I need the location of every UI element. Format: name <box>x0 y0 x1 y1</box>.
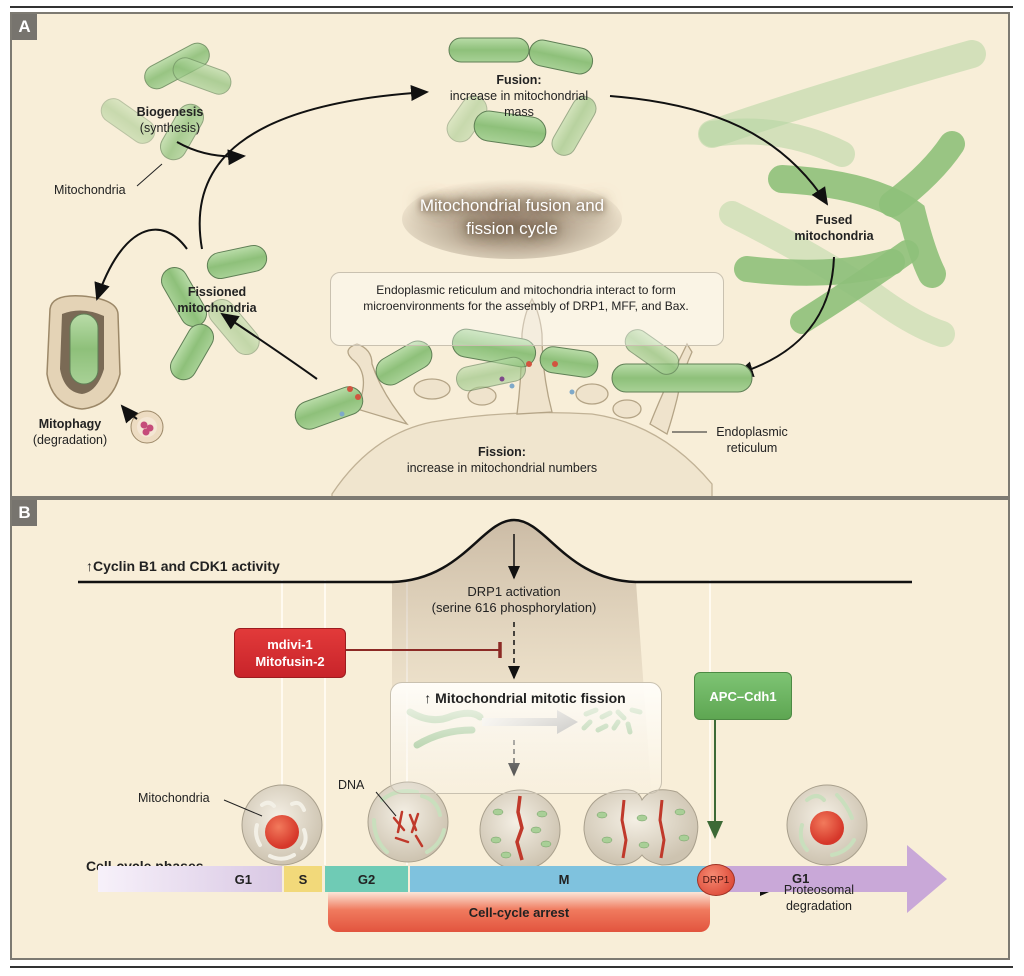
cell-metaphase <box>479 789 561 871</box>
drp1-activation-label: DRP1 activation (serine 616 phosphorylat… <box>414 584 614 616</box>
fusion-line2: mass <box>504 105 534 119</box>
mitochondria-label-b: Mitochondria <box>138 791 210 805</box>
er-text-line2: microenvironments for the assembly of DR… <box>363 299 689 313</box>
proteosomal-label: Proteosomal degradation <box>774 882 864 914</box>
mitotic-fission-box <box>390 682 662 794</box>
cycle-arrows <box>94 85 835 424</box>
phase-bar: G1 S G2 M <box>98 866 718 892</box>
panel-b: B <box>10 498 1010 960</box>
phase-g1-second: G1 <box>792 871 810 886</box>
cell-g1-second <box>786 784 868 866</box>
biogenesis-subtitle: (synthesis) <box>139 121 201 135</box>
inhibitors-box: mdivi-1 Mitofusin-2 <box>234 628 346 678</box>
fused-line1: Fused <box>815 213 853 227</box>
top-rule <box>10 6 1013 8</box>
fusion-label: Fusion: increase in mitochondrial mass <box>424 72 614 120</box>
cell-g2 <box>367 781 449 863</box>
er-label: Endoplasmic reticulum <box>707 424 797 456</box>
panel-a-title-line1: Mitochondrial fusion and <box>419 196 605 215</box>
proteosomal-line1: Proteosomal <box>783 883 855 897</box>
fused-label: Fused mitochondria <box>784 212 884 244</box>
panel-a-illustration <box>46 37 986 496</box>
panel-a: A <box>10 12 1010 498</box>
er-interaction-text: Endoplasmic reticulum and mitochondria i… <box>330 282 722 314</box>
mitophagy-subtitle: (degradation) <box>32 433 108 447</box>
cyclin-label: ↑Cyclin B1 and CDK1 activity <box>86 558 280 574</box>
phase-s: S <box>284 866 322 892</box>
panel-a-title: Mitochondrial fusion and fission cycle <box>407 194 617 240</box>
drp1-degradation-node: DRP1 <box>697 864 735 896</box>
er-label-line2: reticulum <box>726 441 778 455</box>
apc-cdh1-box: APC–Cdh1 <box>694 672 792 720</box>
mitotic-fission-label: ↑ Mitochondrial mitotic fission <box>424 690 626 706</box>
bottom-rule <box>10 966 1013 968</box>
cell-cycle-arrest-bar: Cell-cycle arrest <box>328 892 710 932</box>
fission-title: Fission: <box>478 445 526 459</box>
er-mitochondria <box>294 328 753 430</box>
fusion-mitochondria <box>446 37 597 156</box>
phase-g1: G1 <box>98 866 282 892</box>
fused-line2: mitochondria <box>794 229 874 243</box>
panel-b-letter: B <box>12 500 37 526</box>
fusion-line1: increase in mitochondrial <box>449 89 589 103</box>
mitochondria-label-a: Mitochondria <box>54 183 126 197</box>
proteosomal-line2: degradation <box>785 899 853 913</box>
fusion-title: Fusion: <box>496 73 542 87</box>
er-label-line1: Endoplasmic <box>716 425 788 439</box>
cell-g1-first <box>223 784 323 866</box>
autophagosome <box>46 295 164 444</box>
drp1-activation-line1: DRP1 activation <box>467 584 561 599</box>
phase-g2: G2 <box>325 866 408 892</box>
fissioned-label: Fissioned mitochondria <box>172 284 262 316</box>
panel-a-letter: A <box>12 14 37 40</box>
title-shadow <box>402 179 622 259</box>
mitophagy-title: Mitophagy <box>38 417 102 431</box>
g1-arrow <box>717 845 947 913</box>
fission-label: Fission: increase in mitochondrial numbe… <box>382 444 622 476</box>
cell-anaphase <box>583 789 699 866</box>
er-interaction-box <box>330 272 724 346</box>
fission-subtitle: increase in mitochondrial numbers <box>406 461 598 475</box>
biogenesis-title: Biogenesis <box>136 105 204 119</box>
fissioned-line1: Fissioned <box>187 285 247 299</box>
drp1-activation-line2: (serine 616 phosphorylation) <box>431 600 597 615</box>
fissioned-line2: mitochondria <box>177 301 257 315</box>
mitophagy-label: Mitophagy (degradation) <box>30 416 110 448</box>
phase-m: M <box>410 866 718 892</box>
dna-label: DNA <box>338 778 365 792</box>
fused-mitochondria-network <box>698 40 986 347</box>
inhibitor-mitofusin: Mitofusin-2 <box>255 654 325 669</box>
biogenesis-label: Biogenesis (synthesis) <box>130 104 210 136</box>
panel-a-title-line2: fission cycle <box>466 219 558 238</box>
er-text-line1: Endoplasmic reticulum and mitochondria i… <box>376 283 676 297</box>
inhibitor-mdivi: mdivi-1 <box>267 637 313 652</box>
cyclin-activity-curve <box>78 518 912 584</box>
biogenesis-mitochondria <box>100 42 232 187</box>
